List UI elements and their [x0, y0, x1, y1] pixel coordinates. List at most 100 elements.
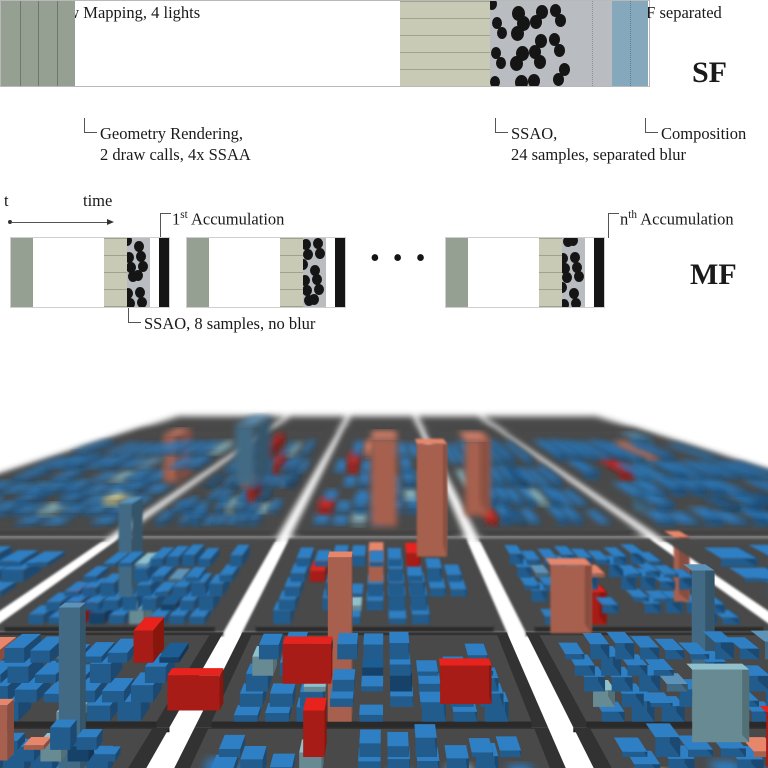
mf-segment-gap	[150, 238, 159, 307]
city-block-face	[159, 483, 173, 495]
city-block-face	[208, 452, 220, 456]
city-block-face	[657, 673, 688, 684]
label-first-accumulation-sup: st	[180, 209, 188, 221]
ssao-sample-dot	[568, 238, 578, 246]
time-axis-label: time	[83, 191, 113, 210]
city-block-face	[257, 503, 273, 512]
city-block-face	[89, 663, 111, 683]
city-block-face	[59, 516, 73, 527]
city-block-face	[47, 551, 65, 567]
city-block-face	[80, 495, 112, 503]
city-block-face	[225, 505, 234, 515]
city-block-face	[103, 600, 118, 611]
city-block-face	[118, 503, 133, 597]
city-block-face	[666, 683, 688, 692]
city-block-face	[166, 556, 179, 567]
city-block-face	[82, 492, 98, 495]
city-block-face	[416, 444, 447, 557]
city-block-face	[61, 487, 78, 495]
city-block-face	[96, 729, 103, 750]
city-block-face	[262, 746, 267, 768]
city-block-face	[213, 522, 223, 526]
city-block-face	[36, 676, 51, 703]
city-block-face	[368, 490, 370, 502]
city-block-face	[368, 542, 384, 552]
city-block-face	[0, 580, 17, 597]
city-block-face	[317, 505, 332, 515]
city-block-face	[181, 505, 190, 515]
city-block-face	[0, 686, 8, 703]
city-block-face	[499, 750, 522, 758]
leader-ssao	[495, 118, 508, 133]
city-block-face	[36, 510, 55, 517]
city-block-face	[0, 674, 1, 683]
city-block-face	[170, 508, 180, 515]
city-block-face	[192, 510, 201, 515]
city-block-face	[406, 564, 423, 576]
ssao-sample-dot	[558, 62, 570, 76]
city-block-face	[296, 558, 311, 567]
city-block-face	[399, 457, 412, 468]
city-block-face	[144, 666, 166, 683]
label-nth-accumulation: nth Accumulation	[620, 205, 734, 230]
city-block-face	[365, 512, 367, 526]
city-block-face	[72, 440, 115, 451]
city-block-face	[46, 602, 61, 611]
city-block-face	[81, 656, 102, 663]
city-block-face	[343, 485, 355, 488]
city-block-face	[475, 756, 499, 768]
sf-segment-dof	[612, 1, 648, 86]
city-block-face	[629, 480, 666, 492]
city-block-face	[502, 487, 524, 501]
city-block-face	[117, 454, 130, 456]
city-block-face	[358, 482, 370, 488]
city-block-face	[663, 512, 699, 523]
city-block-face	[645, 723, 681, 738]
city-block-face	[388, 618, 407, 625]
city-block-face	[420, 702, 444, 707]
city-block-face	[239, 693, 263, 707]
city-block-face	[58, 497, 76, 506]
leader-mf-ssao	[128, 308, 141, 323]
city-block-face	[666, 476, 707, 488]
city-block-face	[118, 551, 145, 563]
ssao-sample-dot	[303, 285, 312, 297]
city-block-face	[94, 754, 116, 762]
city-block-face	[660, 531, 768, 535]
city-block-face	[755, 513, 768, 519]
city-block-face	[141, 495, 154, 506]
city-block-face	[23, 745, 44, 750]
ssao-sample-dot	[135, 287, 145, 299]
city-block-face	[284, 586, 301, 597]
city-block-face	[443, 564, 462, 576]
time-axis-arrow-icon	[107, 218, 114, 225]
ssao-sample-dot	[127, 288, 133, 300]
city-block-face	[166, 546, 190, 557]
mf-segment-shadow-mapping	[11, 238, 33, 307]
mf-segment-accumulation	[335, 238, 345, 307]
label-dof-separated: DoF separated	[626, 3, 722, 22]
city-block-face	[117, 701, 141, 722]
city-block-face	[80, 502, 98, 506]
mf-frame-block	[10, 237, 170, 308]
city-block-face	[742, 663, 750, 743]
label-ssao-line1: SSAO,	[511, 124, 558, 143]
city-block-face	[628, 464, 670, 478]
city-block-face	[257, 511, 266, 515]
city-block-face	[23, 736, 51, 746]
city-block-face	[443, 438, 447, 557]
city-block-face	[235, 415, 271, 425]
city-block-face	[523, 468, 551, 484]
city-block-face	[0, 508, 8, 517]
city-block-face	[0, 569, 24, 582]
time-axis-start-label: t	[4, 191, 9, 210]
city-block-face	[65, 462, 79, 470]
city-block-face	[640, 510, 675, 520]
city-block-face	[80, 602, 86, 768]
city-block-face	[660, 462, 705, 475]
ssao-sample-dot	[562, 272, 572, 284]
city-block-face	[765, 641, 768, 660]
city-block-face	[204, 607, 211, 625]
city-block-face	[306, 439, 316, 458]
